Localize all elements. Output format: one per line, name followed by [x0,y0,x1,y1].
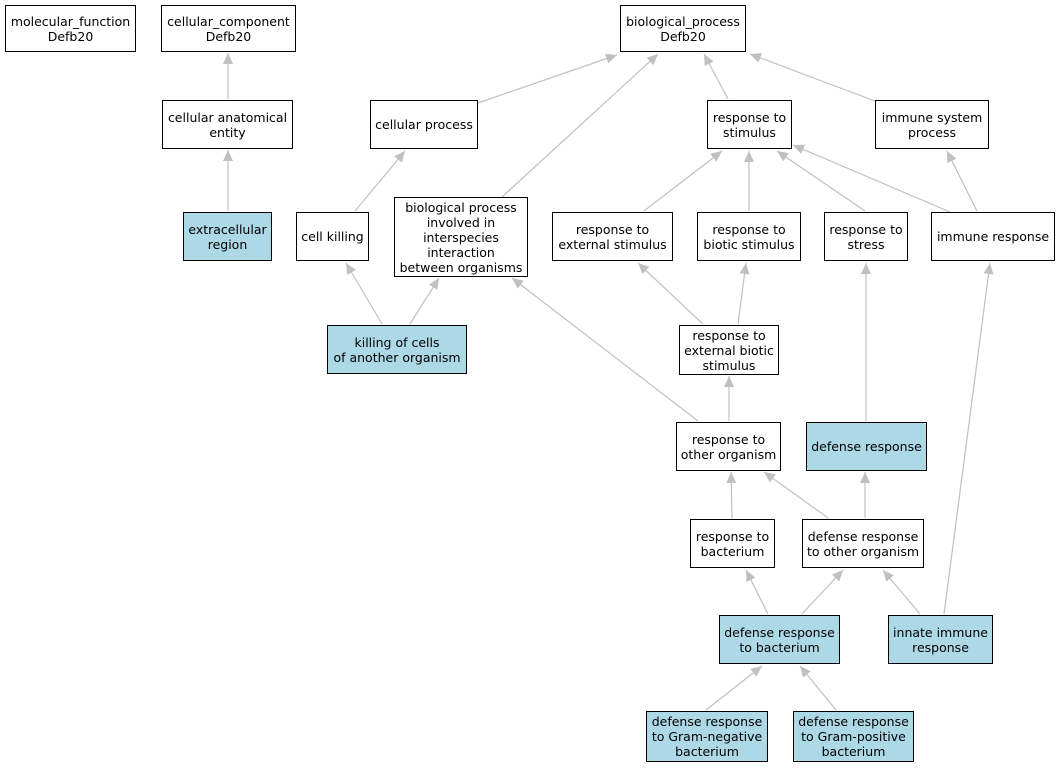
node-defense-response-to-gram-positive-bacterium[interactable]: defense response to Gram-positive bacter… [793,711,914,762]
node-cellular-component[interactable]: cellular_component Defb20 [161,5,296,52]
node-killing-of-cells-of-another-organism[interactable]: killing of cells of another organism [327,325,467,374]
node-innate-immune-response[interactable]: innate immune response [888,615,993,664]
node-response-to-stimulus[interactable]: response to stimulus [707,100,792,149]
node-response-to-biotic-stimulus[interactable]: response to biotic stimulus [697,212,801,261]
node-defense-response-to-other-organism[interactable]: defense response to other organism [802,519,924,568]
node-cell-killing[interactable]: cell killing [296,212,369,261]
node-response-to-bacterium[interactable]: response to bacterium [690,519,775,568]
edge-arrow-27 [705,665,763,711]
edge-arrow-12 [776,150,866,212]
edge-arrow-10 [643,150,723,212]
edge-arrow-20 [726,471,737,519]
edge-arrow-7 [354,150,406,212]
edge-arrow-21 [763,471,829,519]
node-defense-response-to-gram-negative-bacterium[interactable]: defense response to Gram-negative bacter… [646,711,768,762]
edge-arrow-14 [946,150,978,212]
node-molecular-function[interactable]: molecular_function Defb20 [5,5,136,52]
edge-arrow-26 [943,262,994,615]
edge-arrow-9 [409,277,440,325]
node-extracellular-region[interactable]: extracellular region [183,212,272,261]
edge-arrow-13 [792,144,951,213]
edge-arrow-5 [703,53,729,100]
edge-arrow-8 [345,262,383,325]
edge-arrow-24 [801,569,844,615]
node-cellular-anatomical-entity[interactable]: cellular anatomical entity [162,100,293,149]
edge-arrow-28 [799,665,837,711]
node-response-to-stress[interactable]: response to stress [824,212,908,261]
node-cellular-process[interactable]: cellular process [370,100,478,149]
edge-arrow-25 [882,569,921,615]
edge-arrow-3 [477,53,618,104]
node-biological-process-interspecies-interaction[interactable]: biological process involved in interspec… [394,197,528,277]
edge-arrow-6 [749,53,876,102]
edge-arrow-4 [501,53,659,198]
edge-arrow-23 [745,569,769,615]
node-defense-response[interactable]: defense response [806,422,927,471]
node-immune-response[interactable]: immune response [931,212,1055,261]
node-immune-system-process[interactable]: immune system process [875,100,989,149]
edge-arrow-15 [637,262,704,325]
edge-arrow-16 [737,262,750,325]
node-response-to-external-biotic-stimulus[interactable]: response to external biotic stimulus [679,325,779,375]
node-biological-process[interactable]: biological_process Defb20 [620,5,746,52]
node-defense-response-to-bacterium[interactable]: defense response to bacterium [719,615,840,664]
node-response-to-external-stimulus[interactable]: response to external stimulus [552,212,673,261]
node-response-to-other-organism[interactable]: response to other organism [676,422,781,471]
edge-arrow-18 [511,277,699,422]
